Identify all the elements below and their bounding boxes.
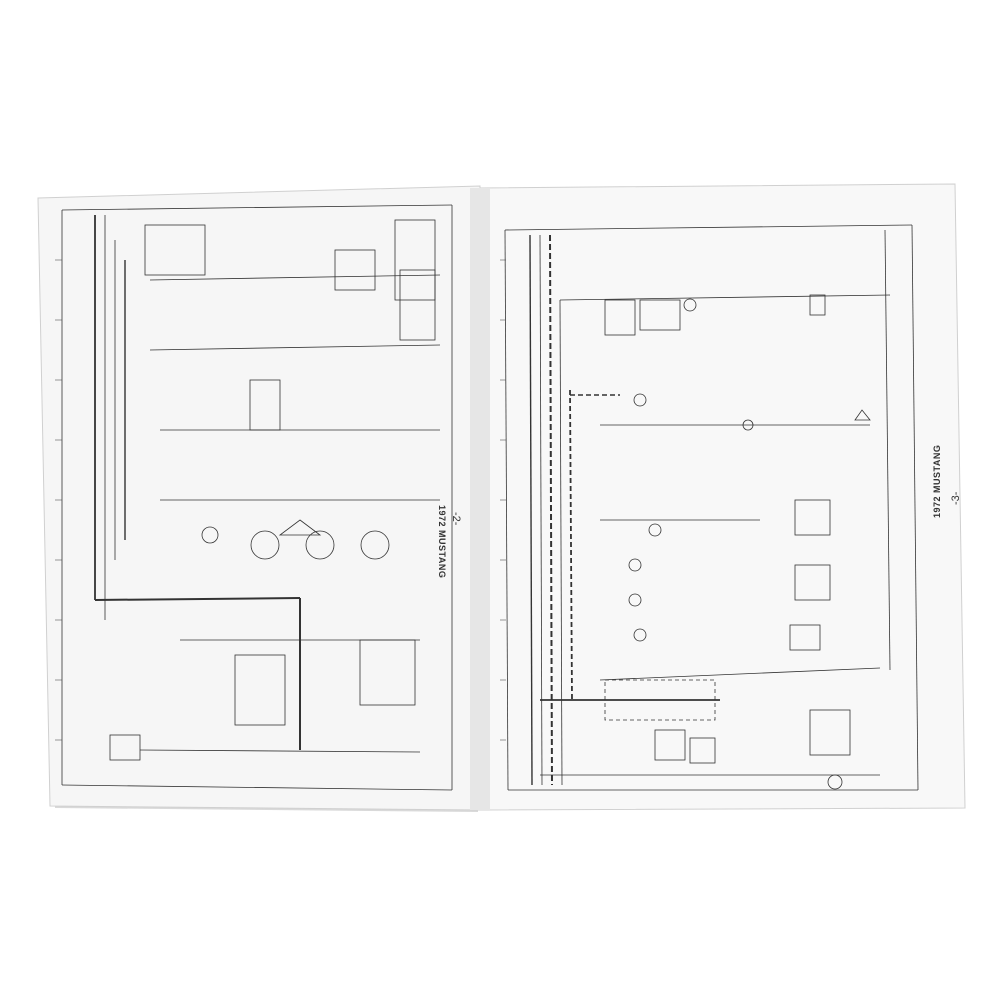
- right-page-title: 1972 MUSTANG: [932, 444, 942, 518]
- right-page-number: -3-: [950, 491, 962, 505]
- right-page: [479, 183, 966, 811]
- page-edge-ticks: [55, 259, 506, 741]
- left-page-title: 1972 MUSTANG: [437, 505, 447, 579]
- right-diagram: [504, 224, 919, 791]
- spine-shadow: [470, 188, 490, 810]
- left-page-number: -2-: [450, 512, 462, 526]
- left-diagram: [61, 204, 453, 791]
